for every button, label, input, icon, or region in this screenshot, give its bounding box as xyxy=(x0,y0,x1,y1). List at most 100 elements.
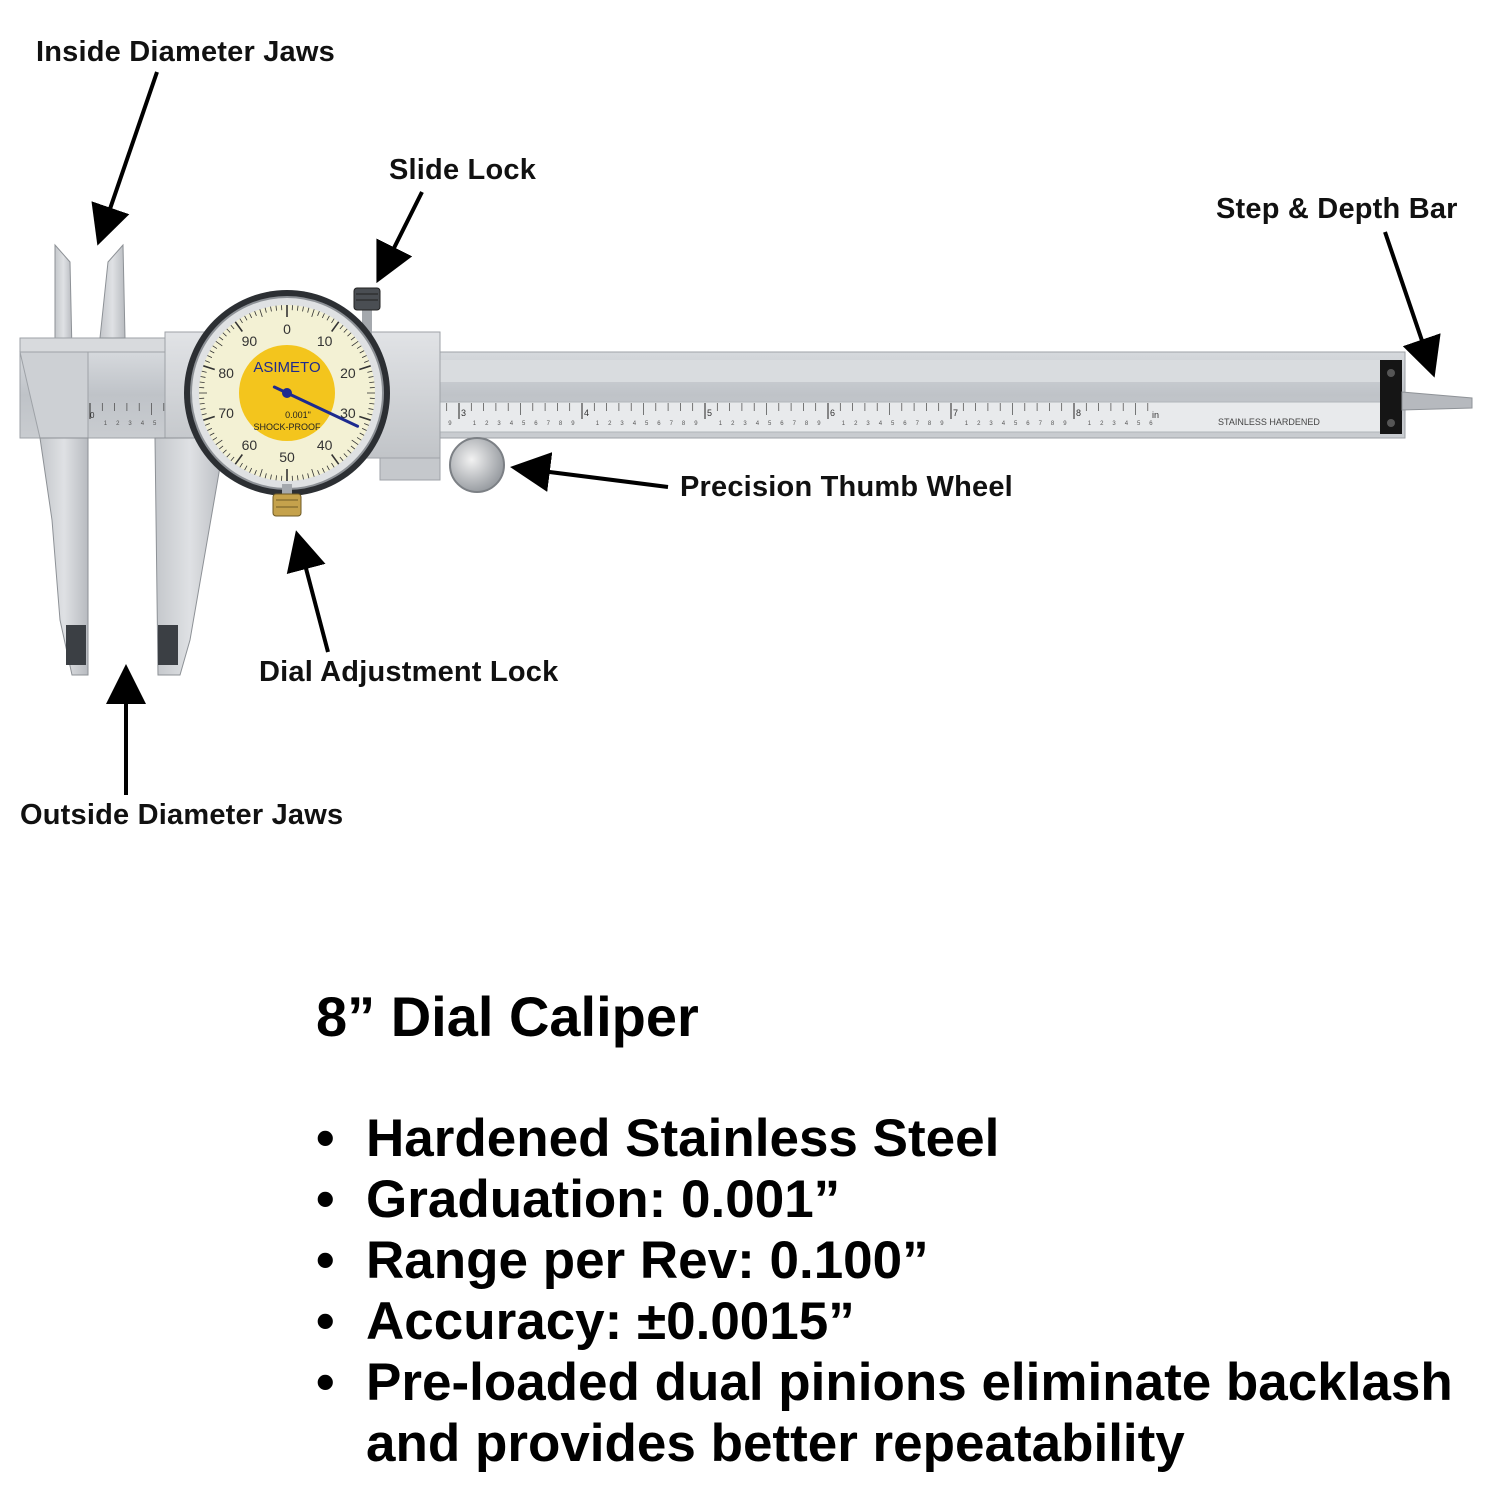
arrow-step-depth xyxy=(1383,231,1441,378)
dial-tick xyxy=(239,318,243,324)
scale-inch-label: 5 xyxy=(707,408,712,418)
scale-zero-label: 0 xyxy=(90,411,95,420)
caliper-diagram: 3456781234569123456789123456789123456789… xyxy=(19,71,1473,795)
dial-tick xyxy=(270,306,272,312)
spec-item: Pre-loaded dual pinions eliminate backla… xyxy=(316,1352,1496,1474)
scale-sub-label: 5 xyxy=(1014,421,1018,427)
dial-tick xyxy=(218,336,224,341)
scale-sub-label: 9 xyxy=(571,421,575,427)
arrow-dial-lock xyxy=(286,530,330,653)
dial-tick xyxy=(359,415,371,421)
scale-sub-label: 6 xyxy=(780,421,784,427)
dial-tick xyxy=(249,313,253,319)
scale-sub-label: 5 xyxy=(153,421,157,427)
dial-tick xyxy=(215,340,223,347)
dial-brand: ASIMETO xyxy=(253,359,320,376)
dial-tick xyxy=(302,474,304,480)
scale-sub-label: 4 xyxy=(879,421,883,427)
spec-item: Range per Rev: 0.100” xyxy=(316,1230,1496,1291)
dial-tick xyxy=(200,408,206,410)
dial-number: 80 xyxy=(218,365,234,381)
dial-tick xyxy=(207,355,213,359)
scale-sub-label: 8 xyxy=(928,421,932,427)
scale-sub-label: 7 xyxy=(793,421,797,427)
scale-sub-label: 7 xyxy=(916,421,920,427)
dial-tick xyxy=(368,408,374,410)
dial-number: 40 xyxy=(317,437,333,453)
dial-number: 10 xyxy=(317,333,333,349)
dial-number: 60 xyxy=(242,437,258,453)
dial-tick xyxy=(259,468,263,477)
scale-unit-label: in xyxy=(1152,410,1159,420)
dial-tick xyxy=(326,315,330,321)
dial-tick xyxy=(244,465,248,471)
arrow-slide-lock xyxy=(376,191,424,284)
dial-tick xyxy=(369,381,375,383)
label-slide-lock: Slide Lock xyxy=(389,154,537,186)
dial-tick xyxy=(239,462,243,468)
scale-sub-label: 1 xyxy=(842,421,846,427)
scale-sub-label: 1 xyxy=(596,421,600,427)
spec-list: Hardened Stainless Steel Graduation: 0.0… xyxy=(316,1108,1496,1474)
dial-tick xyxy=(234,454,243,465)
scale-sub-label: 2 xyxy=(854,421,858,427)
scale-sub-label: 9 xyxy=(448,421,452,427)
dial-tick xyxy=(226,328,231,333)
dial-tick xyxy=(254,311,257,316)
dial-tick xyxy=(244,315,248,321)
fixed-jaw: 0 xyxy=(19,243,166,676)
dial-tick xyxy=(218,445,224,450)
dial-tick xyxy=(201,413,207,416)
scale-sub-label: 6 xyxy=(903,421,907,427)
dial-graduation-label: 0.001" xyxy=(285,410,311,420)
scale-sub-label: 5 xyxy=(645,421,649,427)
dial-tick xyxy=(367,370,373,373)
scale-inch-label: 4 xyxy=(584,408,589,418)
scale-sub-label: 9 xyxy=(1063,421,1067,427)
dial-tick xyxy=(297,475,299,481)
dial-number: 30 xyxy=(340,405,356,421)
dial-tick xyxy=(207,427,213,431)
scale-sub-label: 1 xyxy=(1088,421,1092,427)
label-inside-diameter-jaws: Inside Diameter Jaws xyxy=(36,36,335,68)
step-depth-bar xyxy=(1380,360,1473,434)
dial-tick xyxy=(230,456,235,462)
scale-sub-label: 3 xyxy=(1112,421,1116,427)
dial-tick xyxy=(321,467,325,473)
dial-tick xyxy=(350,336,356,341)
dial-tick xyxy=(364,423,369,426)
scale-sub-label: 8 xyxy=(559,421,563,427)
dial-tick xyxy=(307,307,310,313)
dial-tick xyxy=(347,449,352,454)
scale-sub-label: 9 xyxy=(940,421,944,427)
scale-sub-label: 8 xyxy=(805,421,809,427)
scale-sub-label: 4 xyxy=(1002,421,1006,427)
scale-sub-label: 8 xyxy=(1051,421,1055,427)
dial-tick xyxy=(203,415,215,421)
dial-tick xyxy=(343,453,348,458)
scale-sub-label: 7 xyxy=(1039,421,1043,427)
scale-sub-label: 7 xyxy=(670,421,674,427)
scale-inch-label: 3 xyxy=(461,408,466,418)
scale-sub-label: 9 xyxy=(694,421,698,427)
dial-tick xyxy=(200,376,206,378)
dial-tick xyxy=(339,324,344,330)
scale-sub-label: 6 xyxy=(1149,421,1153,427)
stainless-hardened-stamp: STAINLESS HARDENED xyxy=(1218,417,1320,427)
dial-tick xyxy=(226,453,231,458)
scale-inch-label: 7 xyxy=(953,408,958,418)
dial-tick xyxy=(222,449,227,454)
scale-sub-label: 2 xyxy=(485,421,489,427)
dial-tick xyxy=(339,456,344,462)
scale-sub-label: 1 xyxy=(104,421,108,427)
dial-tick xyxy=(361,355,367,359)
scale-inch-label: 8 xyxy=(1076,408,1081,418)
scale-sub-label: 3 xyxy=(620,421,624,427)
callout-arrows xyxy=(91,71,1441,795)
scale-sub-label: 6 xyxy=(657,421,661,427)
dial-tick xyxy=(359,365,371,371)
dial-tick xyxy=(317,470,320,475)
dial-ticks xyxy=(199,305,375,481)
scale-sub-label: 5 xyxy=(891,421,895,427)
